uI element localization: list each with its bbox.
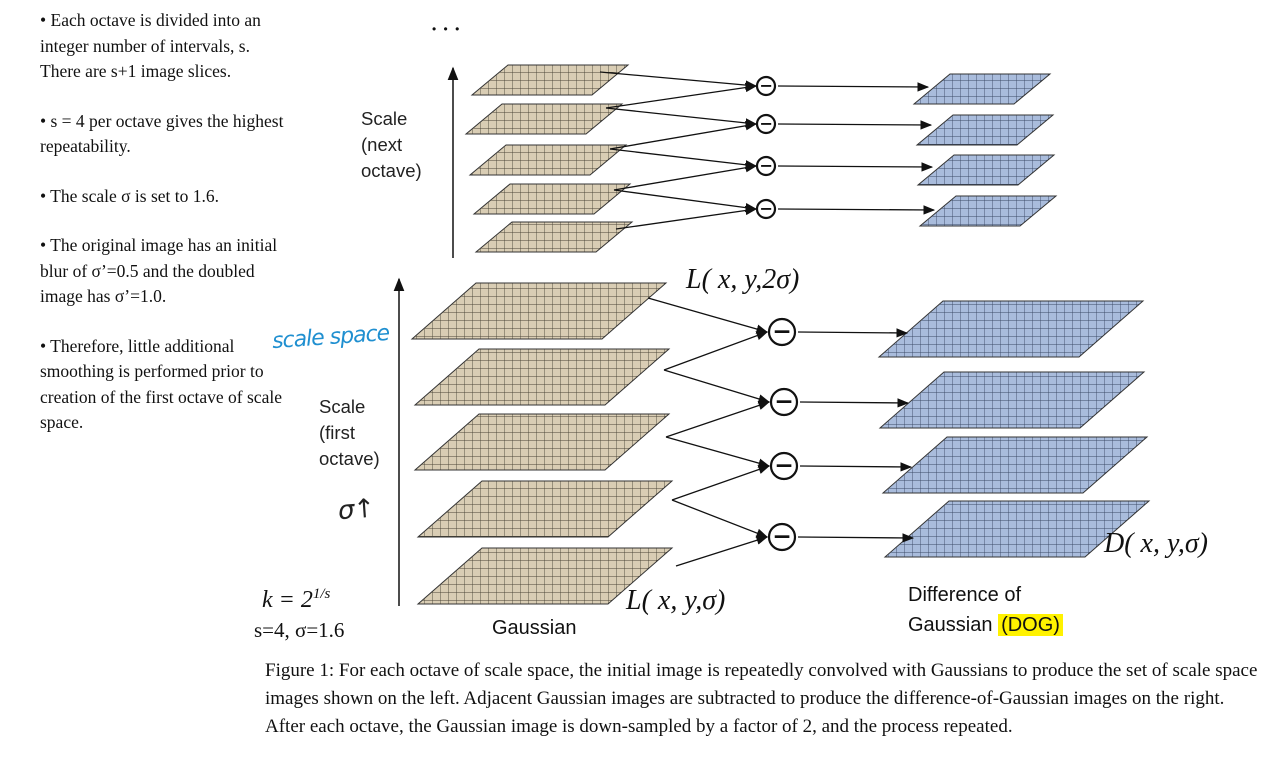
dog-slice-first-octave [881,436,1149,494]
dog-label: Difference of Gaussian (DOG) [908,580,1063,640]
bullet-item: • The scale σ is set to 1.6. [40,185,220,206]
gaussian-slice-first-octave [416,480,674,538]
dog-output-arrow [777,120,933,130]
ellipsis: • • • [432,22,462,36]
gaussian-label: Gaussian [492,617,577,639]
gaussian-slice-next-octave [474,221,634,253]
k-formula-exponent: 1/s [312,586,331,602]
dog-output-arrow [797,328,909,338]
bullet-item: • s = 4 per octave gives the highest rep… [40,110,284,157]
subtract-input-arrow [665,436,771,468]
minus-symbol: − [759,76,773,95]
gaussian-slice-next-octave [472,183,632,215]
subtract-input-arrow [671,465,771,501]
k-formula: k = 21/s [262,586,330,614]
subtract-node [755,198,777,220]
dog-output-arrow [777,82,930,92]
minus-symbol: − [772,522,792,550]
subtract-input-arrow [615,205,758,230]
gaussian-slice-first-octave [416,547,674,605]
dog-slice-first-octave [878,371,1146,429]
subtract-input-arrow [605,107,758,128]
subtract-input-arrow [609,121,758,150]
dog-output-arrow [777,162,934,172]
dog-highlight: (DOG) [998,614,1063,636]
dog-slice-next-octave [912,73,1052,105]
subtract-input-arrow [605,82,758,109]
subtract-input-arrow [665,400,771,438]
gaussian-slice-first-octave [410,282,668,340]
minus-symbol: − [774,387,794,415]
dog-output-arrow [797,533,915,543]
k-formula-base: k = 2 [262,587,313,613]
dog-slice-first-octave [877,300,1145,358]
subtract-node [755,155,777,177]
subtract-input-arrow [613,189,758,213]
dog-slice-next-octave [915,114,1055,146]
minus-symbol: − [759,114,773,133]
dog-label-gaussian: Gaussian [908,614,993,636]
dog-label-line1: Difference of [908,584,1022,606]
dog-output-arrow [777,205,936,215]
minus-symbol: − [774,451,794,479]
subtract-input-arrow [663,369,771,404]
minus-symbol: − [759,199,773,218]
dog-output-arrow [799,398,910,408]
scale-first-octave-label: Scale (first octave) [319,396,380,469]
dog-output-arrow [799,462,913,472]
subtract-input-arrow [599,71,758,90]
subtract-node [769,451,799,481]
handwritten-sigma-up: σ↑ [336,493,376,527]
gaussian-slice-next-octave [468,144,628,176]
dog-label-line2: Gaussian (DOG) [908,610,1063,640]
subtract-input-arrow [647,297,769,334]
s-sigma-values: s=4, σ=1.6 [254,618,345,642]
subtract-node [767,317,797,347]
minus-symbol: − [772,317,792,345]
dog-slice-next-octave [918,195,1058,227]
gaussian-slice-next-octave [470,64,630,96]
scale-next-octave-label: Scale (next octave) [361,108,422,181]
subtract-input-arrow [663,331,769,371]
subtract-input-arrow [609,148,758,170]
figure-caption: Figure 1: For each octave of scale space… [265,660,1258,737]
subtract-node [769,387,799,417]
subtract-node [755,113,777,135]
gaussian-slice-first-octave [413,348,671,406]
bullet-item: • The original image has an initial blur… [40,235,278,306]
dog-slice-next-octave [916,154,1056,186]
bullet-list: • Each octave is divided into an integer… [40,8,290,460]
gaussian-slice-next-octave [464,103,624,135]
label-D-sigma: D( x, y,σ) [1104,528,1208,559]
subtract-input-arrow [613,163,758,191]
bullet-item: • Each octave is divided into an integer… [40,10,261,81]
dog-slice-first-octave [883,500,1151,558]
gaussian-slice-first-octave [413,413,671,471]
bullet-item: • Therefore, little additional smoothing… [40,335,282,433]
label-L-2sigma: L( x, y,2σ) [686,264,800,295]
label-L-sigma: L( x, y,σ) [626,585,726,616]
subtract-input-arrow [675,535,769,567]
subtract-input-arrow [671,499,769,538]
subtract-node [767,522,797,552]
subtract-node [755,75,777,97]
minus-symbol: − [759,156,773,175]
